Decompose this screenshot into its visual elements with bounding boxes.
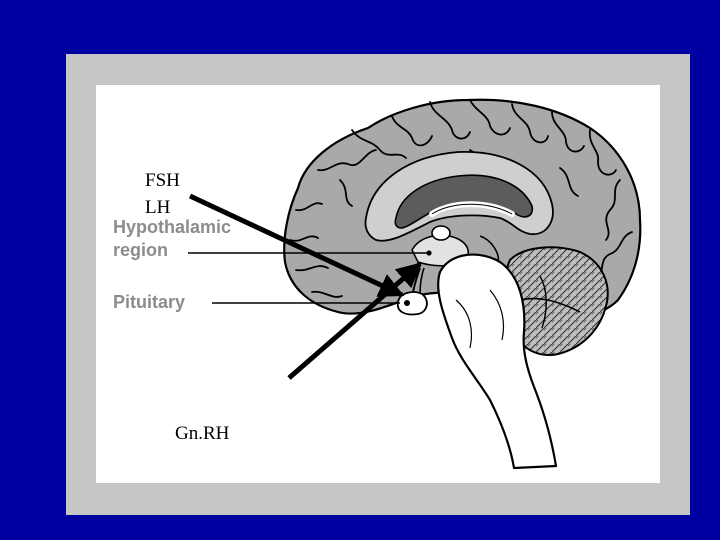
- fsh-label: FSH: [145, 170, 180, 191]
- lh-label: LH: [145, 197, 171, 218]
- pituitary-label: Pituitary: [113, 292, 185, 312]
- brain-sagittal-icon: [284, 100, 640, 468]
- hypothalamic-region-label-line1: Hypothalamic: [113, 217, 231, 237]
- hypothalamic-region-label-line2: region: [113, 240, 168, 260]
- gnrh-label: Gn.RH: [175, 423, 230, 444]
